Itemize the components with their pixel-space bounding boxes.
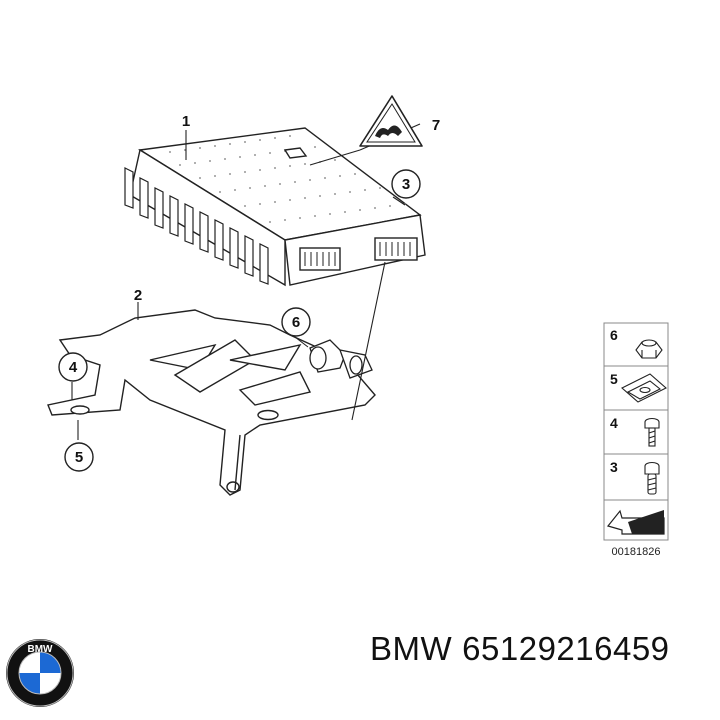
brand-name: BMW bbox=[370, 630, 453, 667]
legend-label-3: 3 bbox=[610, 459, 618, 475]
legend-label-4: 4 bbox=[610, 415, 618, 431]
logo-letters: BMW bbox=[28, 644, 54, 655]
callout-3: 3 bbox=[402, 176, 410, 193]
callout-4: 4 bbox=[69, 359, 78, 376]
screw-icon bbox=[644, 417, 660, 447]
callouts: 1 2 3 4 5 6 7 bbox=[58, 113, 440, 472]
cable-clip bbox=[309, 339, 373, 379]
plug-icon bbox=[375, 125, 402, 138]
callout-6: 6 bbox=[292, 314, 300, 331]
hardware-legend: 6 5 4 3 bbox=[603, 322, 669, 558]
clip-nut-icon bbox=[621, 373, 667, 403]
callout-1: 1 bbox=[182, 113, 190, 130]
legend-label-6: 6 bbox=[610, 327, 618, 343]
bmw-logo: BMW bbox=[6, 639, 74, 707]
nut-icon bbox=[635, 339, 663, 359]
diagram-code: 00181826 bbox=[612, 546, 661, 558]
mounting-bracket bbox=[47, 309, 376, 496]
control-module bbox=[124, 127, 426, 287]
bolt-icon bbox=[644, 461, 660, 495]
warning-triangle-label bbox=[359, 95, 423, 147]
callout-5: 5 bbox=[75, 449, 83, 466]
legend-label-5: 5 bbox=[610, 371, 618, 387]
arrow-panel bbox=[605, 501, 667, 539]
part-number: 65129216459 bbox=[462, 630, 670, 667]
callout-2: 2 bbox=[134, 287, 142, 304]
callout-7: 7 bbox=[432, 117, 440, 134]
